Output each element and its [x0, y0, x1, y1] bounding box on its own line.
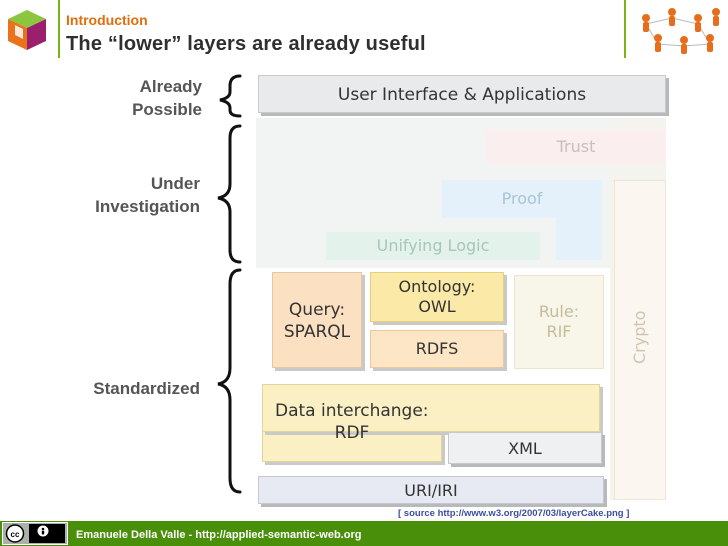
label-already-possible: Already Possible: [90, 75, 202, 121]
label-standardized: Standardized: [93, 379, 200, 398]
svg-text:cc: cc: [11, 530, 20, 539]
brace-already: [219, 74, 242, 118]
data-line2: RDF: [334, 423, 370, 443]
cc-license-badge[interactable]: cc: [2, 522, 68, 545]
data-line1: Data interchange:: [275, 401, 429, 421]
header-divider-right: [624, 0, 626, 58]
rule-line1: Rule:: [538, 302, 580, 321]
query-line2: SPARQL: [283, 322, 351, 342]
query-line1: Query:: [288, 300, 346, 320]
crypto-label: Crypto: [630, 310, 649, 364]
layer-trust: Trust: [486, 130, 666, 164]
footer-bar: [0, 521, 728, 546]
layer-proof-stem: [556, 216, 602, 260]
cube-logo-icon: [8, 10, 46, 50]
footer-author[interactable]: Emanuele Della Valle - http://applied-se…: [76, 529, 362, 541]
layer-uri-iri: URI/IRI: [258, 476, 604, 504]
layer-proof: Proof: [442, 180, 602, 218]
layer-unifying-logic: Unifying Logic: [326, 232, 540, 260]
cc-icon: [5, 524, 25, 543]
brace-under: [217, 124, 242, 264]
layer-rule-rif: Rule: RIF: [514, 275, 604, 369]
source-citation: [ source http://www.w3.org/2007/03/layer…: [398, 508, 630, 519]
ontology-line1: Ontology:: [398, 277, 476, 296]
label-under-line2: Investigation: [95, 197, 200, 216]
layer-user-interface: User Interface & Applications: [258, 75, 666, 113]
layer-data-interchange: Data interchange:: [262, 384, 600, 432]
rule-line2: RIF: [546, 322, 572, 341]
section-label: Introduction: [66, 12, 148, 28]
layer-xml: XML: [448, 432, 602, 464]
brace-markers: [217, 74, 242, 494]
label-under-line1: Under: [150, 174, 200, 193]
brace-standardized: [217, 268, 242, 494]
layer-data-interchange-lower: [262, 430, 442, 462]
layer-rdfs: RDFS: [370, 330, 504, 368]
people-network-icon: [642, 8, 720, 54]
slide-title: The “lower” layers are already useful: [66, 33, 426, 55]
layer-query-sparql: Query: SPARQL: [272, 272, 362, 368]
crypto-layer: [614, 180, 666, 500]
header-divider-left: [58, 0, 60, 58]
ontology-line2: OWL: [418, 297, 456, 316]
layer-ontology-owl: Ontology: OWL: [370, 272, 504, 322]
label-under-investigation: Under Investigation: [60, 172, 200, 218]
license-icons: cc: [5, 524, 65, 543]
label-already-line1: Already: [139, 77, 202, 96]
slide-header: [0, 0, 728, 62]
label-already-line2: Possible: [132, 100, 202, 119]
